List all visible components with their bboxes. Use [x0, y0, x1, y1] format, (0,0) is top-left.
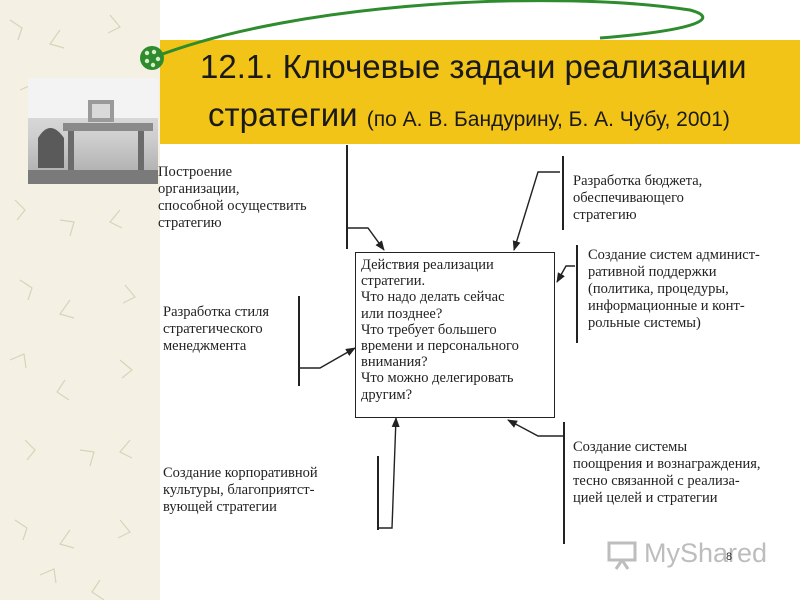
node-org-line: стратегию: [158, 215, 222, 231]
center-line: Действия реализации: [361, 257, 494, 273]
node-culture-line: культуры, благоприятст-: [163, 482, 315, 498]
slide-title-main: стратегии: [208, 96, 358, 133]
node-org: Построение организации, способной осущес…: [158, 164, 307, 232]
arrow-reward: [507, 419, 563, 437]
slide-title-line1: 12.1. Ключевые задачи реализации: [200, 48, 747, 85]
center-line: стратегии.: [361, 273, 426, 290]
office-photo-drawing: [28, 78, 158, 184]
node-style-line: Разработка стиля: [163, 304, 270, 320]
bracket-style: [298, 296, 300, 386]
node-budget: Разработка бюджета, обеспечивающего стра…: [573, 173, 702, 224]
node-reward-line: Создание системы: [573, 439, 688, 455]
bullet-icon: [140, 46, 164, 70]
node-org-line: организации,: [158, 181, 240, 197]
green-arc: [151, 0, 705, 60]
node-style: Разработка стиля стратегического менеджм…: [163, 304, 269, 355]
pattern-svg: [9, 14, 143, 600]
watermark-text: MyShared: [644, 538, 768, 568]
center-line: или позднее?: [361, 305, 443, 322]
page-number: 8: [726, 551, 733, 563]
bracket-budget: [562, 156, 564, 230]
arrow-style: [300, 347, 356, 369]
node-style-line: менеджмента: [163, 338, 247, 354]
office-photo: [28, 78, 158, 184]
node-admin-line: рольные системы): [588, 315, 701, 331]
arrow-culture: [378, 417, 400, 529]
node-culture: Создание корпоративной культуры, благопр…: [163, 465, 318, 516]
center-line: Что надо делать сейчас: [361, 289, 505, 306]
slide-title-line2: стратегии (по А. В. Бандурину, Б. А. Чуб…: [208, 96, 798, 134]
presentation-icon: [607, 541, 637, 570]
bracket-org: [346, 145, 348, 249]
center-line: внимания?: [361, 354, 428, 371]
slide-title-source: (по А. В. Бандурину, Б. А. Чубу, 2001): [366, 108, 730, 131]
node-reward-line: тесно связанной с реализа-: [573, 473, 740, 489]
node-admin-line: (политика, процедуры,: [588, 281, 729, 297]
center-line: времени и персонального: [361, 338, 519, 355]
node-style-line: стратегического: [163, 321, 263, 337]
node-admin: Создание систем админист- ративной подде…: [588, 247, 760, 332]
arrow-org: [348, 227, 385, 251]
node-budget-line: Разработка бюджета,: [573, 173, 703, 189]
center-box-text: Действия реализации стратегии. Что надо …: [361, 257, 519, 403]
node-reward-line: поощрения и вознаграждения,: [573, 456, 761, 472]
bracket-admin: [576, 245, 578, 343]
node-culture-line: вующей стратегии: [163, 499, 277, 515]
center-line: Что можно делегировать: [361, 370, 514, 387]
title-band: [160, 40, 800, 144]
node-org-line: Построение: [158, 164, 233, 180]
node-admin-line: информационные и конт-: [588, 298, 745, 314]
bracket-culture: [377, 456, 379, 530]
node-admin-line: ративной поддержки: [588, 264, 717, 280]
node-reward-line: цией целей и стратегии: [573, 490, 718, 506]
arrow-budget: [512, 171, 560, 251]
bracket-reward: [563, 422, 565, 544]
center-box: [355, 252, 555, 418]
node-org-line: способной осуществить: [158, 198, 307, 214]
center-line: Что требует большего: [361, 321, 497, 338]
center-line: другим?: [361, 386, 413, 403]
node-culture-line: Создание корпоративной: [163, 465, 318, 481]
node-reward: Создание системы поощрения и вознагражде…: [573, 439, 761, 507]
watermark-logo: MyShared: [644, 538, 767, 569]
node-budget-line: обеспечивающего: [573, 190, 684, 206]
arrow-admin: [556, 265, 575, 283]
node-admin-line: Создание систем админист-: [588, 247, 760, 263]
node-budget-line: стратегию: [573, 207, 637, 223]
